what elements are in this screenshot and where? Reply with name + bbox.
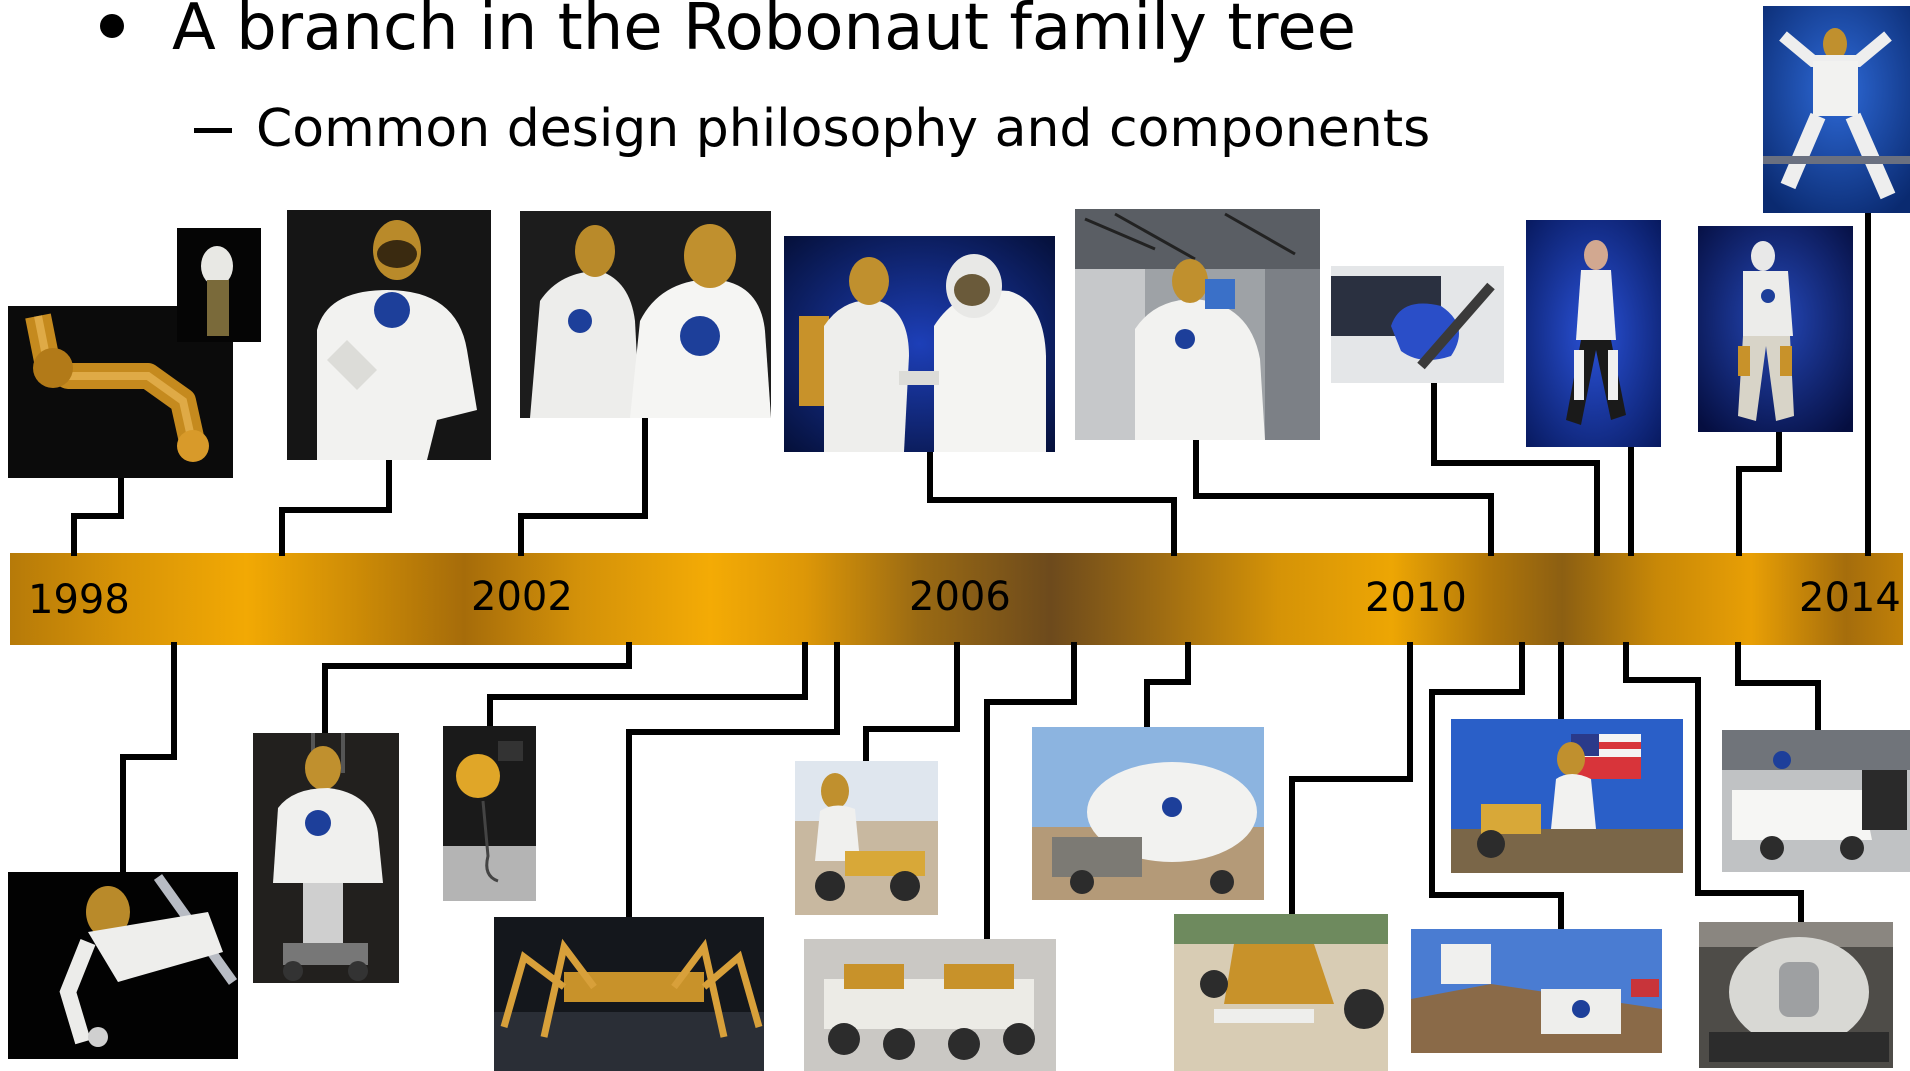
gold-robot-head-on-stand-photo — [443, 726, 536, 901]
connector-bottom-9 — [1429, 642, 1564, 932]
connector-top-3 — [518, 415, 648, 556]
robonaut-on-rover-photo — [795, 761, 938, 915]
connector-bottom-3 — [487, 642, 808, 729]
robonaut2-legs-climbing-photo — [1763, 6, 1910, 213]
connector-top-2 — [279, 457, 392, 556]
connector-bottom-12 — [1735, 642, 1821, 733]
robonaut-astronaut-handshake-photo — [784, 236, 1055, 452]
connector-top-1 — [71, 475, 124, 556]
white-crew-vehicle-photo — [1722, 730, 1910, 872]
robonaut-hand-photo — [177, 228, 261, 342]
connector-bottom-11 — [1623, 642, 1804, 925]
bullet-dot — [100, 14, 124, 38]
woman-wearing-exoskeleton-photo — [1526, 220, 1661, 447]
connector-bottom-8 — [1289, 642, 1413, 917]
connector-top-6 — [1431, 381, 1600, 556]
multi-wheel-rover-photo — [804, 939, 1056, 1071]
connector-top-5 — [1193, 437, 1494, 556]
connector-bottom-2 — [322, 642, 632, 736]
connector-top-8 — [1736, 429, 1782, 556]
habitat-module-mockup-photo — [1699, 922, 1893, 1068]
connector-bottom-4 — [626, 642, 840, 920]
pressurized-rover-habitat-photo — [1032, 727, 1264, 900]
connector-bottom-7 — [1144, 642, 1191, 730]
robonaut2-on-station-photo — [1075, 209, 1320, 440]
connector-bottom-5 — [863, 642, 960, 764]
six-legged-walker-photo — [494, 917, 764, 1071]
year-label-2010: 2010 — [1365, 575, 1467, 621]
robonaut-torso-photo — [287, 210, 491, 460]
year-label-1998: 1998 — [28, 577, 130, 623]
slide-title: A branch in the Robonaut family tree — [172, 0, 1356, 65]
robonaut-pair-photo — [520, 211, 771, 418]
robonaut-in-zero-g-photo — [8, 872, 238, 1059]
year-label-2006: 2006 — [909, 574, 1011, 620]
rovers-on-hillside-with-flag-photo — [1411, 929, 1662, 1053]
connector-bottom-1 — [120, 642, 177, 875]
slide-subtitle: Common design philosophy and components — [256, 99, 1431, 159]
valkyrie-robot-photo — [1698, 226, 1853, 432]
year-label-2002: 2002 — [471, 574, 573, 620]
lunar-rover-with-bulldozer-blade-photo — [1174, 914, 1388, 1071]
sub-bullet-dash — [194, 128, 232, 133]
timeline-bar — [10, 553, 1903, 645]
robonaut-centaur-with-flag-photo — [1451, 719, 1683, 873]
year-label-2014: 2014 — [1799, 575, 1901, 621]
connector-bottom-6 — [984, 642, 1077, 942]
connector-top-4 — [927, 449, 1177, 556]
robotic-glove-photo — [1331, 266, 1504, 383]
robonaut-on-segway-photo — [253, 733, 399, 983]
